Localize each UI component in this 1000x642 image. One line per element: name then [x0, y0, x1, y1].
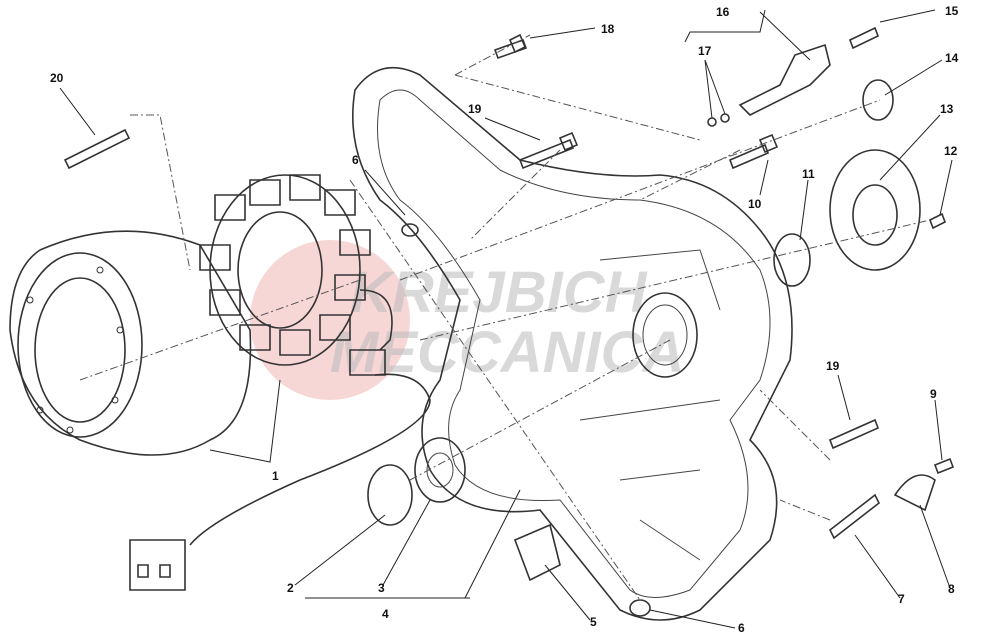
callout-20: 20	[50, 71, 64, 85]
callout-16: 16	[716, 5, 730, 19]
callout-12: 12	[944, 144, 958, 158]
small-parts	[63, 26, 955, 617]
callout-17: 17	[698, 44, 712, 58]
callout-3: 3	[378, 581, 385, 595]
callout-10: 10	[748, 197, 762, 211]
guide-lines	[79, 34, 931, 601]
callout-9: 9	[930, 387, 937, 401]
callout-6-bottom: 6	[738, 621, 745, 635]
callout-8: 8	[948, 582, 955, 596]
callout-19-right: 19	[826, 359, 840, 373]
callout-1: 1	[272, 469, 279, 483]
callout-14: 14	[945, 51, 959, 65]
callout-18: 18	[601, 22, 615, 36]
callout-19-top: 19	[468, 102, 482, 116]
rotor	[9, 230, 252, 456]
callout-5: 5	[590, 615, 597, 629]
callout-2: 2	[287, 581, 294, 595]
callout-7: 7	[898, 592, 905, 606]
generator-cover	[352, 66, 793, 621]
callout-13: 13	[940, 102, 954, 116]
callout-15: 15	[945, 4, 959, 18]
stator	[129, 174, 431, 591]
callout-11: 11	[802, 167, 815, 181]
callout-6-top: 6	[352, 153, 359, 167]
callout-labels: 20 18 16 15 17 14 19 6 13 10 11 12 1 19 …	[50, 4, 959, 635]
watermark: KREJBICH MECCANICA	[250, 240, 684, 400]
leader-lines	[59, 9, 953, 629]
svg-text:KREJBICH: KREJBICH	[350, 260, 648, 325]
callout-4: 4	[382, 607, 389, 621]
